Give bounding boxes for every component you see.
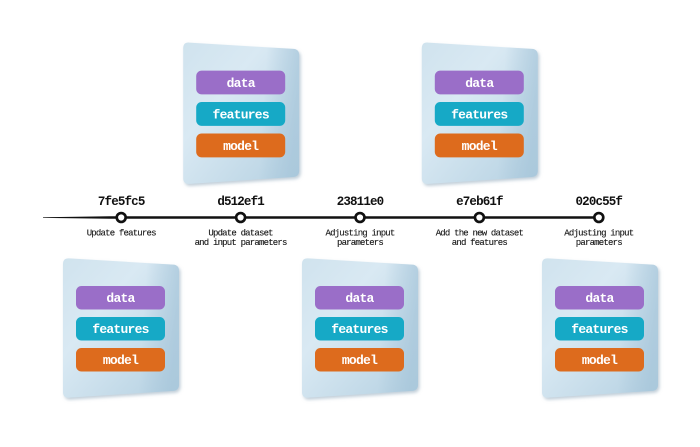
- svg-text:23811e0: 23811e0: [337, 195, 384, 209]
- svg-text:Adjusting input: Adjusting input: [564, 229, 633, 239]
- svg-text:Adjusting input: Adjusting input: [325, 229, 394, 239]
- svg-text:parameters: parameters: [337, 238, 383, 248]
- svg-text:parameters: parameters: [576, 238, 622, 248]
- svg-text:Add the new dataset: Add the new dataset: [436, 229, 524, 239]
- svg-text:d512ef1: d512ef1: [217, 195, 264, 209]
- svg-text:e7eb61f: e7eb61f: [456, 195, 503, 209]
- svg-text:and input parameters: and input parameters: [195, 238, 287, 248]
- svg-text:and features: and features: [452, 238, 508, 248]
- svg-text:Update dataset: Update dataset: [208, 229, 273, 239]
- svg-text:Update features: Update features: [87, 229, 156, 239]
- svg-text:020c55f: 020c55f: [576, 195, 623, 209]
- svg-text:7fe5fc5: 7fe5fc5: [98, 195, 145, 209]
